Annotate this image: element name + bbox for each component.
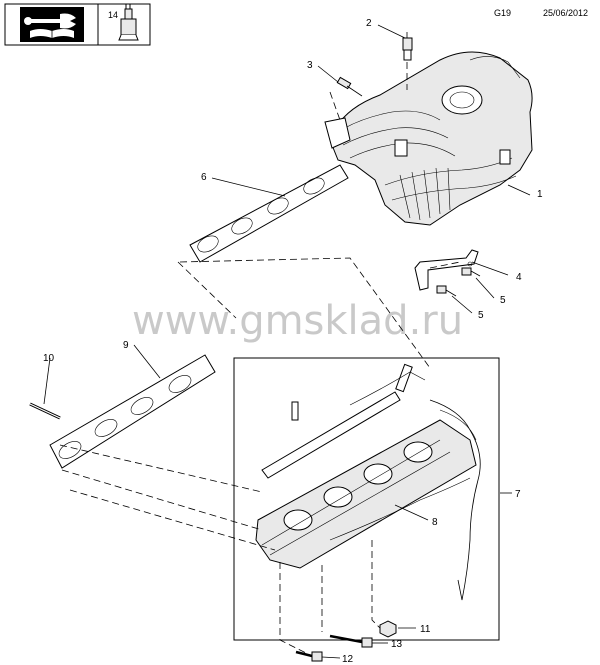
callout-12: 12 bbox=[342, 654, 354, 665]
callout-2: 2 bbox=[366, 18, 372, 29]
bolt-part-13 bbox=[329, 634, 373, 648]
callout-6: 6 bbox=[201, 172, 207, 183]
assembly-lines bbox=[59, 62, 461, 657]
stud-part-10 bbox=[29, 402, 61, 420]
callout-labels: 2 3 1 6 4 5 5 9 10 7 8 11 13 12 bbox=[43, 18, 543, 665]
callout-13: 13 bbox=[391, 639, 403, 650]
nut-part-11 bbox=[379, 620, 397, 638]
leader-lines bbox=[43, 24, 531, 659]
callout-1: 1 bbox=[537, 189, 543, 200]
watermark: www.gmsklad.ru bbox=[132, 298, 463, 344]
bolt-part-5 bbox=[436, 267, 481, 297]
callout-8: 8 bbox=[432, 517, 438, 528]
bolt-part-3 bbox=[336, 76, 363, 97]
wrench-and-book-icon bbox=[24, 13, 76, 38]
callout-5-upper: 5 bbox=[500, 295, 506, 306]
wiring-harness bbox=[329, 399, 481, 601]
fuel-rail bbox=[261, 363, 426, 479]
callout-9: 9 bbox=[123, 340, 129, 351]
callout-5-lower: 5 bbox=[478, 310, 484, 321]
callout-7: 7 bbox=[515, 489, 521, 500]
callout-11: 11 bbox=[420, 624, 431, 635]
bolt-part-12 bbox=[295, 650, 323, 662]
sensor-part-2 bbox=[402, 32, 413, 61]
page-code: G19 bbox=[494, 8, 511, 18]
upper-intake-manifold bbox=[324, 51, 533, 226]
tool-item-number: 14 bbox=[108, 10, 118, 20]
callout-3: 3 bbox=[307, 60, 313, 71]
revision-date: 25/06/2012 bbox=[543, 8, 588, 18]
callout-4: 4 bbox=[516, 272, 522, 283]
lower-intake-manifold-part-8 bbox=[255, 419, 477, 569]
sealant-tube-icon bbox=[118, 3, 139, 41]
callout-10: 10 bbox=[43, 353, 55, 364]
bracket-part-4 bbox=[414, 249, 479, 291]
manifold-gasket-part-6 bbox=[189, 164, 349, 263]
lower-gasket-part-9 bbox=[49, 354, 216, 469]
